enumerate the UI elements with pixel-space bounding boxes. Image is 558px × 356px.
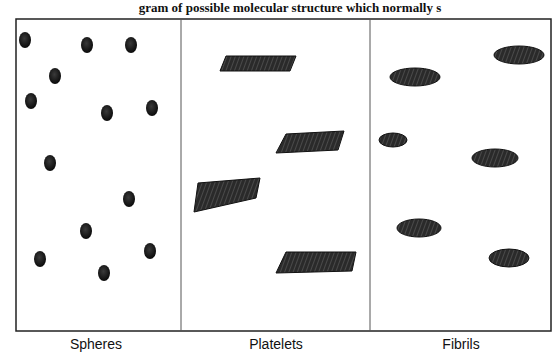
diagram-title: gram of possible molecular structure whi…: [139, 0, 441, 16]
panel-divider: [181, 19, 182, 331]
panel-divider: [370, 19, 371, 331]
platelet-particles: [194, 56, 356, 273]
sphere-particles: [19, 32, 158, 281]
panel-frame: [16, 19, 551, 331]
panel-label: Spheres: [70, 336, 122, 352]
fibril-particles: [379, 46, 544, 267]
panel-label: Platelets: [249, 336, 303, 352]
panel-label: Fibrils: [442, 336, 479, 352]
